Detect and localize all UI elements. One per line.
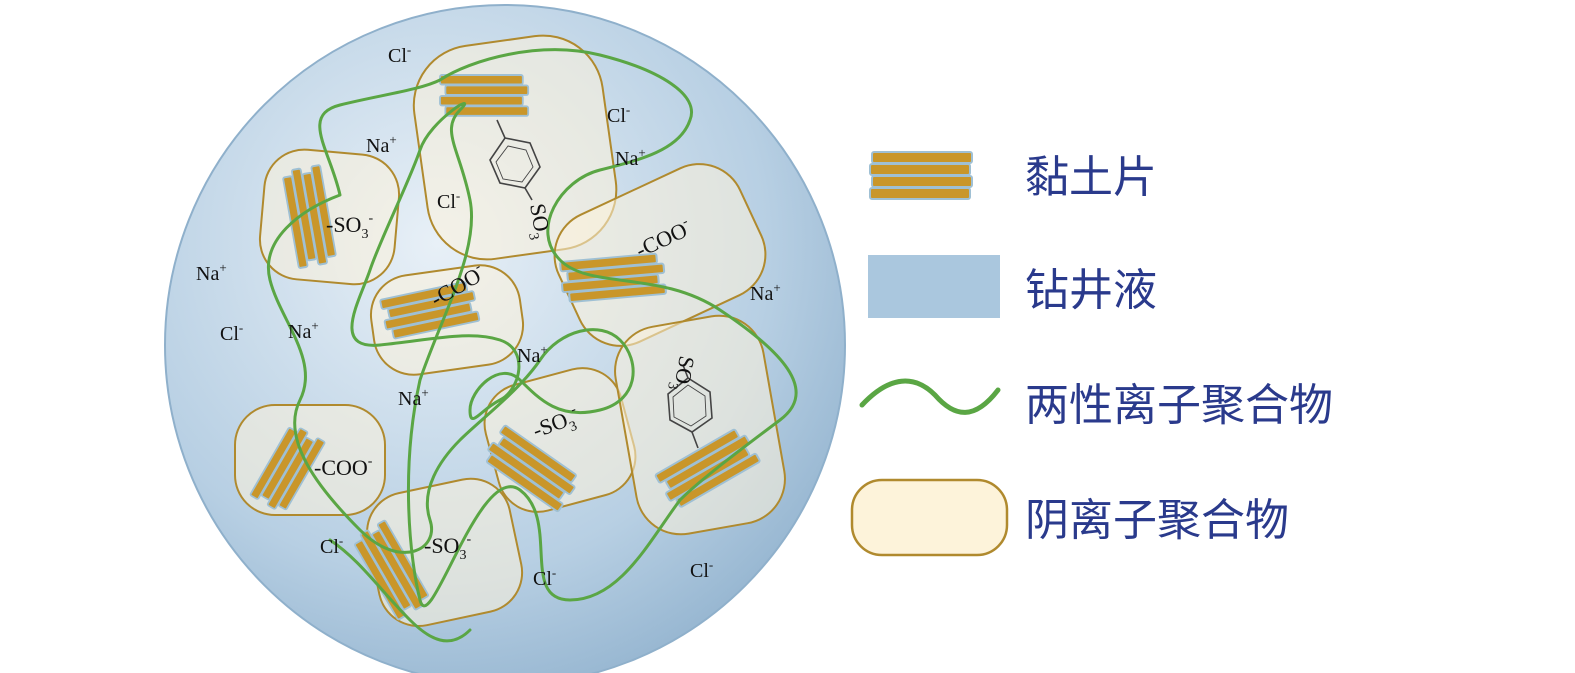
ion-cl: Cl- bbox=[388, 42, 411, 67]
legend-label-amphoteric: 两性离子聚合物 bbox=[1025, 380, 1333, 431]
ion-na: Na+ bbox=[517, 342, 548, 367]
group-sulfonate-bottom: -SO3- bbox=[424, 532, 471, 563]
benzene-ring-upper bbox=[489, 119, 541, 201]
legend-label-fluid: 钻井液 bbox=[1025, 265, 1157, 316]
group-carboxylate-left-lower: -COO- bbox=[314, 454, 373, 480]
clay-sheet-icon bbox=[869, 151, 973, 200]
group-ring-sulfonate-lower: SO3 bbox=[664, 353, 700, 393]
ion-cl: Cl- bbox=[320, 533, 343, 558]
ion-na: Na+ bbox=[366, 132, 397, 157]
ion-na: Na+ bbox=[615, 145, 646, 170]
amphoteric-polymer-chain bbox=[267, 48, 798, 608]
group-sulfonate-left-upper: -SO3- bbox=[326, 211, 373, 242]
ion-na: Na+ bbox=[398, 385, 429, 410]
ion-cl: Cl- bbox=[533, 565, 556, 590]
ion-cl: Cl- bbox=[690, 557, 713, 582]
rounded-capsule-icon bbox=[850, 478, 1009, 557]
ion-cl: Cl- bbox=[220, 320, 243, 345]
amphoteric-polymer-tail bbox=[328, 538, 472, 643]
group-ring-sulfonate-upper: SO3 bbox=[520, 202, 556, 242]
legend-label-clay: 黏土片 bbox=[1025, 152, 1157, 203]
ion-cl: Cl- bbox=[437, 188, 460, 213]
wave-line-icon bbox=[859, 378, 1001, 415]
fluid-swatch-icon bbox=[868, 255, 1000, 318]
legend-item-anionic: 阴离子聚合物 bbox=[850, 478, 1289, 557]
ion-cl: Cl- bbox=[607, 102, 630, 127]
legend-item-amphoteric: 两性离子聚合物 bbox=[859, 378, 1333, 431]
counter-ions: Cl- Cl- Na+ Na+ Cl- Na+ Na+ Cl- Na+ Na+ … bbox=[196, 42, 781, 590]
legend-label-anionic: 阴离子聚合物 bbox=[1025, 495, 1289, 546]
legend-item-clay: 黏土片 bbox=[869, 151, 1157, 203]
ion-na: Na+ bbox=[288, 318, 319, 343]
benzene-ring-lower bbox=[667, 364, 713, 449]
ion-na: Na+ bbox=[750, 280, 781, 305]
ion-na: Na+ bbox=[196, 260, 227, 285]
legend: 黏土片 钻井液 两性离子聚合物 阴离子聚合物 bbox=[850, 151, 1333, 557]
legend-item-fluid: 钻井液 bbox=[868, 255, 1157, 318]
